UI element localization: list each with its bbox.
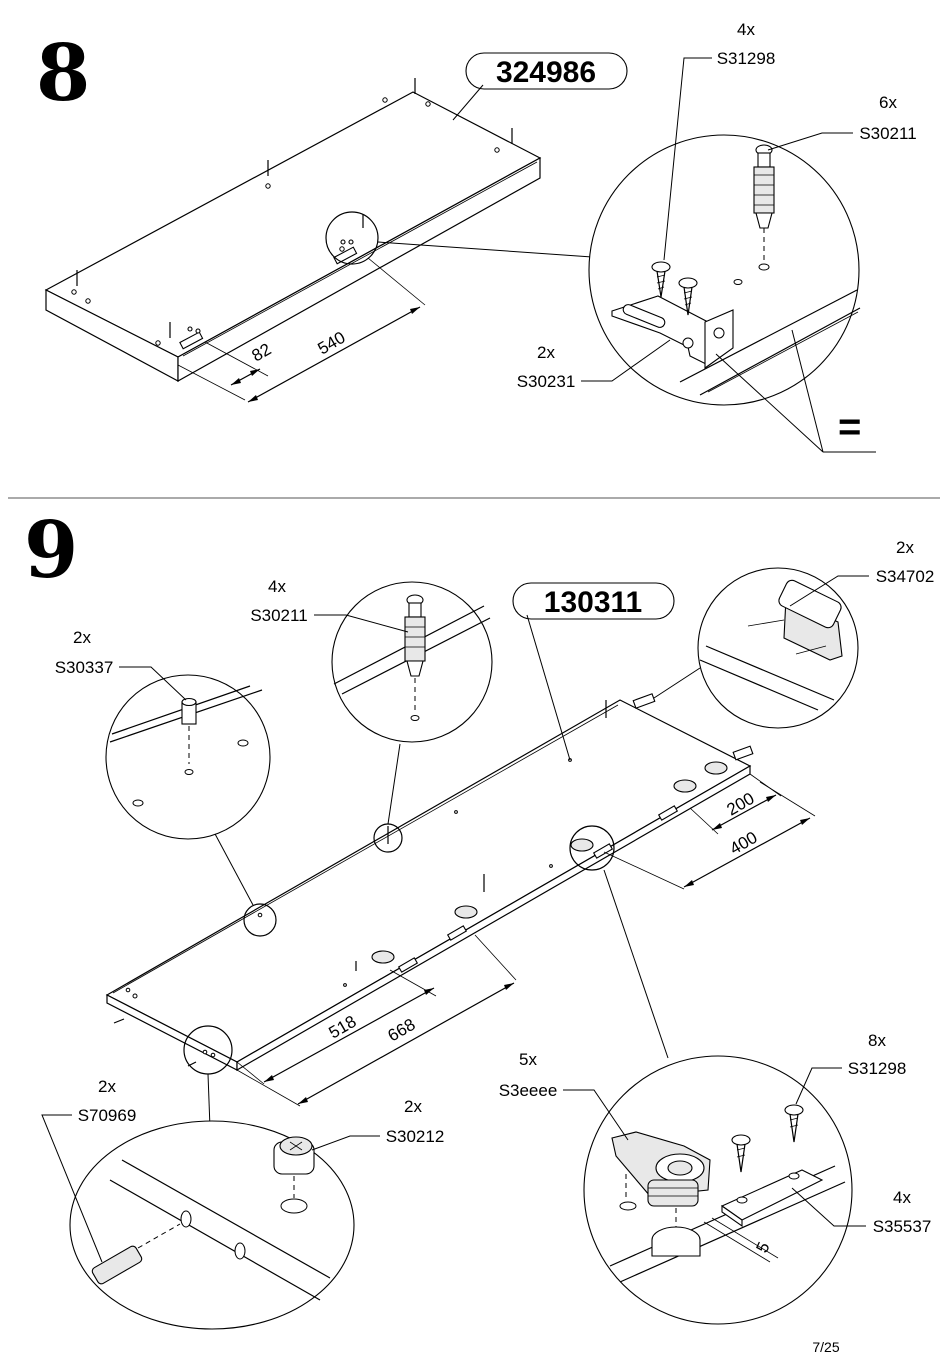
callout-s30211: 6x S30211 (767, 93, 917, 151)
cam-s3eeee (611, 1131, 711, 1257)
callout-s34702: 2x S34702 (789, 538, 935, 607)
panel-324986 (44, 78, 542, 383)
step-8: 8 324986 (36, 20, 917, 453)
callout-qty: 5x (519, 1050, 537, 1069)
callout-code: S30337 (55, 658, 114, 677)
page-number: 7/25 (812, 1339, 839, 1353)
callout-qty: 2x (537, 343, 555, 362)
callout-s30212: 2x S30212 (311, 1097, 445, 1151)
callout-qty: 8x (868, 1031, 886, 1050)
panel-code-badge (465, 52, 628, 90)
dowel-s70969 (91, 1245, 143, 1285)
callout-s30231: 2x S30231 (517, 339, 671, 391)
equal-sign: = (838, 405, 861, 449)
detail-view-s70969 (69, 1073, 355, 1330)
panel-code-130311: 130311 (544, 586, 642, 619)
step-8-number: 8 (36, 28, 90, 119)
dimension-200: 200 (724, 789, 758, 820)
cam-lock-s30212 (273, 1136, 315, 1214)
detail-view-s30337 (105, 674, 271, 906)
callout-code: S34702 (876, 567, 935, 586)
callout-s31298: 4x S31298 (663, 20, 776, 261)
callout-code: S35537 (873, 1217, 932, 1236)
callout-qty: 4x (737, 20, 755, 39)
callout-qty: 2x (404, 1097, 422, 1116)
callout-s35537: 4x S35537 (791, 1187, 932, 1236)
step-9-number: 9 (24, 505, 78, 596)
callout-qty: 2x (98, 1077, 116, 1096)
detail-marker-circle (325, 211, 379, 265)
panel-130311 (105, 693, 754, 1072)
callout-qty: 2x (73, 628, 91, 647)
panel-code-leader (452, 84, 484, 121)
dimension-668: 668 (385, 1015, 419, 1046)
panel-code-badge-9 (512, 582, 675, 620)
callout-code: S70969 (78, 1106, 137, 1125)
dimension-400: 400 (727, 828, 761, 859)
callout-qty: 4x (268, 577, 286, 596)
callout-code: S30211 (250, 606, 307, 625)
screw-s31298-b (678, 277, 698, 316)
panel-code-324986: 324986 (496, 56, 596, 89)
dimension-82: 82 (249, 340, 275, 366)
callout-code: S31298 (848, 1059, 907, 1078)
callout-qty: 4x (893, 1188, 911, 1207)
detail-view-cam-bracket: 5 (583, 869, 853, 1325)
screw-s31298-a (651, 261, 671, 298)
cam-dowel-s30211 (753, 144, 775, 271)
callout-qty: 6x (879, 93, 897, 112)
callout-s30211-9: 4x S30211 (250, 577, 409, 633)
marker-circle-cam (569, 825, 615, 871)
detail-view-s34702 (653, 567, 859, 729)
callout-qty: 2x (896, 538, 914, 557)
detail-leader-line (377, 241, 593, 258)
callout-code: S3eeee (499, 1081, 558, 1100)
step-8-detail-view: = (588, 134, 876, 453)
callout-s3eeee: 5x S3eeee (499, 1050, 629, 1141)
screw-s31298-c (731, 1134, 751, 1173)
callout-s70969: 2x S70969 (41, 1077, 137, 1263)
callout-s31298-9: 8x S31298 (795, 1031, 907, 1105)
callout-code: S30212 (386, 1127, 445, 1146)
screw-s31298-d (784, 1104, 804, 1143)
callout-code: S30211 (859, 124, 916, 143)
marker-circle-s30337 (243, 903, 277, 937)
callout-code: S30231 (517, 372, 576, 391)
step-9: 9 (24, 505, 935, 1330)
callout-code: S31298 (717, 49, 776, 68)
step-9-dimensions: 200 400 518 668 (236, 773, 816, 1107)
callout-s30337: 2x S30337 (55, 628, 187, 701)
dimension-540: 540 (315, 328, 349, 359)
panel-code-leader-9 (526, 614, 571, 761)
